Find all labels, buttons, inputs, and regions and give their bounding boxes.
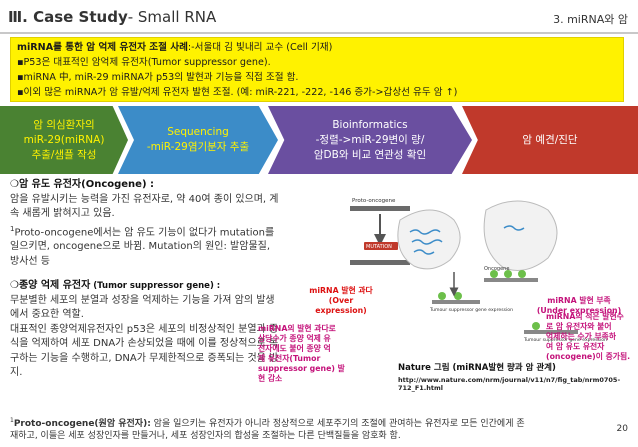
step-2-line-1: Sequencing xyxy=(167,126,229,138)
summary-line-4: ▪이외 많은 miRNA가 암 유발/억제 유전자 발현 조절. (예: miR… xyxy=(17,87,458,98)
title-main: Ⅲ. Case Study xyxy=(8,8,128,26)
mirna-strand-4 xyxy=(503,225,525,231)
process-step-1: 암 의심환자의 miR-29(miRNA) 추출/샘플 작성 xyxy=(0,106,128,174)
summary-line-2: ▪P53은 대표적인 암억제 유전자(Tumor suppressor gene… xyxy=(17,57,271,68)
title-sub: - Small RNA xyxy=(127,8,217,26)
under-expression-panel: Oncogene Tumour suppressor gene expressi… xyxy=(483,200,607,343)
suppressor-heading: ❍종양 억제 유전자 (Tumor suppressor gene) : xyxy=(10,279,280,294)
summary-line-3: ▪miRNA 中, miR-29 miRNA가 p53의 발현과 기능을 직접 … xyxy=(17,72,299,83)
cell-left xyxy=(397,209,461,270)
footnote-term: Proto-oncogene(원암 유전자): xyxy=(13,419,151,429)
suppressor-heading-paren: (Tumor suppressor gene) : xyxy=(90,281,221,292)
ribosome-right-3 xyxy=(518,270,526,278)
text-column: ❍암 유도 유전자(Oncogene) : 암을 유발시키는 능력을 가진 유전… xyxy=(10,178,280,381)
step-1-line-3: 추출/샘플 작성 xyxy=(31,148,97,161)
ribosome-right-2 xyxy=(504,270,512,278)
step-4-line-1: 암 예견/진단 xyxy=(522,133,578,146)
ribosome-right-4 xyxy=(532,322,540,330)
summary-box: miRNA를 통한 암 억제 유전자 조절 사례:-서울대 김 빛내리 교수 (… xyxy=(10,37,624,102)
step-3-line-3: 암DB와 비교 연관성 확인 xyxy=(313,148,427,161)
footnote-ref: 1 xyxy=(10,224,15,233)
oncogene-dna-right xyxy=(484,278,538,282)
figure-source-url[interactable]: http://www.nature.com/nrm/journal/v11/n7… xyxy=(398,376,620,392)
suppressor-paragraph-2: 대표적인 종양억제유전자인 p53은 세포의 비정상적인 분열과 증식을 억제하… xyxy=(10,323,279,379)
process-step-3: Bioinformatics -정렬->miR-29변이 량/암DB와 비교 연관… xyxy=(268,106,472,174)
tsg-dna-left xyxy=(432,300,480,304)
page-number: 20 xyxy=(616,424,628,434)
section-tag: 3. miRNA와 암 xyxy=(553,13,628,26)
slide-title: Ⅲ. Case Study- Small RNA xyxy=(8,8,216,26)
over-expression-panel: Tumour suppressor gene expression xyxy=(397,209,513,313)
tsg-expression-left-label: Tumour suppressor gene expression xyxy=(429,307,513,313)
under-expression-note: miRNA의 적은 발현수 로 암 유전자와 붙어 억제하는 수가 부족하 여 … xyxy=(546,312,634,362)
step-3-line-2: -정렬->miR-29변이 량/ xyxy=(315,133,425,146)
proto-oncogene-dna xyxy=(350,206,410,211)
step-2-line-2: -miR-29염기분자 추출 xyxy=(146,141,250,153)
mirna-strand-2 xyxy=(411,239,443,245)
summary-heading-rest: :-서울대 김 빛내리 교수 (Cell 기재) xyxy=(187,42,333,53)
oncogene-heading: ❍암 유도 유전자(Oncogene) : xyxy=(10,179,155,190)
mutation-box xyxy=(364,242,398,250)
step-1-line-2: miR-29(miRNA) xyxy=(23,133,105,146)
ribosome-right-1 xyxy=(490,270,498,278)
title-divider xyxy=(0,32,638,34)
over-expression-note-text: miRNA의 발현 과다로 상당수가 종양 억제 유 전자에도 붙어 종양 억 … xyxy=(258,324,345,383)
over-expression-text: miRNA 발현 과다 (Over expression) xyxy=(309,286,373,315)
suppressor-paragraph-1: 무분별한 세포의 분열과 성장을 억제하는 기능을 가져 암의 발생에서 중요한… xyxy=(10,294,275,321)
proto-oncogene-panel: Proto-oncogene MUTATION xyxy=(350,198,410,265)
mirna-strand-3 xyxy=(413,249,435,255)
process-step-2: Sequencing -miR-29염기분자 추출 xyxy=(118,106,278,174)
step-3-line-1: Bioinformatics xyxy=(332,118,408,131)
cell-right xyxy=(483,200,558,271)
ribosome-left-1 xyxy=(438,292,446,300)
footnote-definition: 암을 일으키는 유전자가 아니라 정상적으로 세포주기의 조절에 관여하는 유전… xyxy=(10,419,525,441)
step-1-line-1: 암 의심환자의 xyxy=(33,118,95,131)
ribosome-left-2 xyxy=(454,292,462,300)
figure-source-url-text[interactable]: http://www.nature.com/nrm/journal/v11/n7… xyxy=(398,376,621,392)
under-expression-note-text: miRNA의 적은 발현수 로 암 유전자와 붙어 억제하는 수가 부족하 여 … xyxy=(546,312,631,361)
oncogene-right-label: Oncogene xyxy=(484,266,509,272)
mirna-cancer-figure: Proto-oncogene MUTATION Tumour suppresso… xyxy=(350,198,607,343)
tsg-expression-right-label: Tumour suppressor gene expression xyxy=(523,337,607,343)
oncogene-paragraph-1: 암을 유발시키는 능력을 가진 유전자로, 약 40여 종이 있으며, 계속 새… xyxy=(10,193,279,220)
under-expression-text: miRNA 발현 부족 (Under expression) xyxy=(536,296,622,315)
figure-caption: Nature 그림 (miRNA발현 량과 암 관계) xyxy=(398,363,556,373)
over-expression-note: miRNA의 발현 과다로 상당수가 종양 억제 유 전자에도 붙어 종양 억 … xyxy=(258,324,358,384)
suppressor-heading-text: ❍종양 억제 유전자 xyxy=(10,280,91,292)
mutation-label: MUTATION xyxy=(366,244,392,250)
tsg-dna-right xyxy=(524,330,578,334)
mirna-strand-1 xyxy=(409,229,441,235)
process-step-4: 암 예견/진단 xyxy=(462,106,638,174)
oncogene-dna-left xyxy=(350,260,410,265)
over-expression-caption: miRNA 발현 과다 (Over expression) xyxy=(304,286,378,316)
oncogene-paragraph-2-text: Proto-oncogene에서는 암 유도 기능이 없다가 mutation를… xyxy=(10,226,275,267)
oncogene-paragraph-2: 1Proto-oncogene에서는 암 유도 기능이 없다가 mutation… xyxy=(10,222,280,270)
footnote: 1Proto-oncogene(원암 유전자): 암을 일으키는 유전자가 아니… xyxy=(10,415,530,442)
under-expression-caption: miRNA 발현 부족 (Under expression) xyxy=(536,296,622,316)
footnote-marker: 1 xyxy=(10,417,14,424)
proto-oncogene-label: Proto-oncogene xyxy=(352,198,396,204)
summary-heading: miRNA를 통한 암 억제 유전자 조절 사례 xyxy=(17,42,188,53)
